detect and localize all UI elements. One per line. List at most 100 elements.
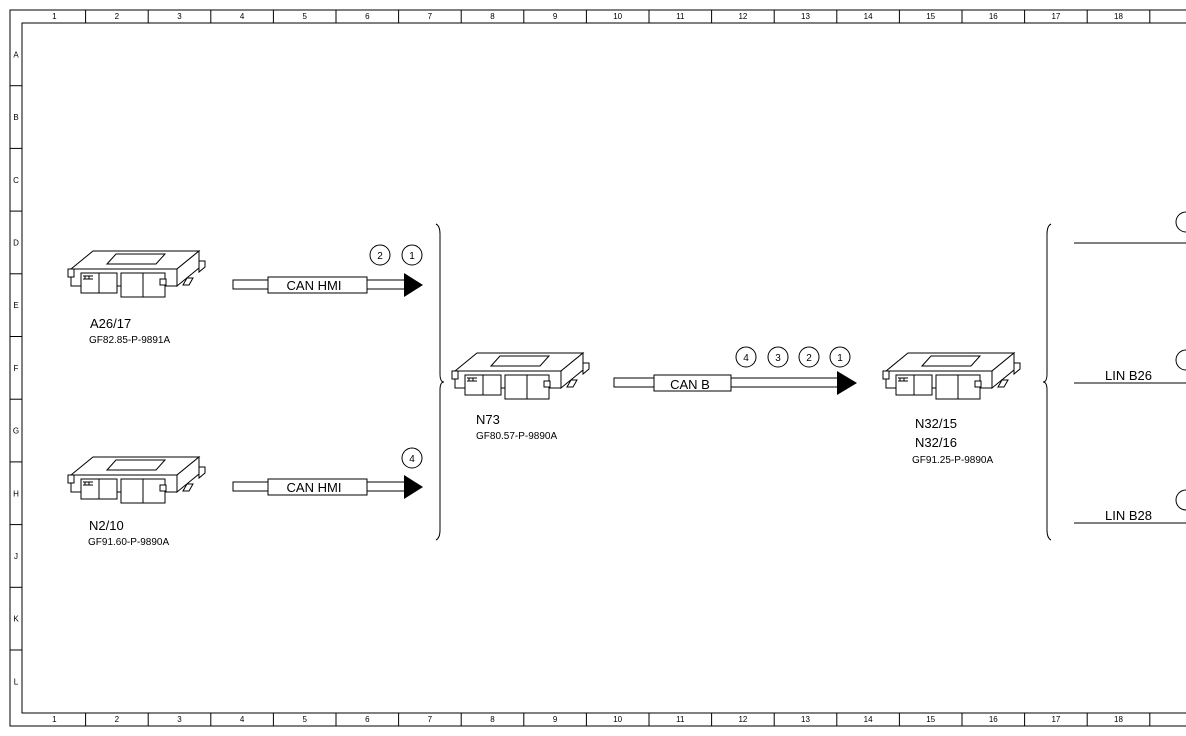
bus-label: CAN HMI [287, 480, 342, 495]
column-number: 1 [52, 715, 57, 724]
reference-marker: 2 [798, 346, 820, 368]
arrow-head-icon [404, 273, 423, 297]
column-number: 15 [926, 715, 935, 724]
module-doc-reference: GF80.57-P-9890A [476, 431, 557, 442]
column-number: 3 [177, 12, 182, 21]
reference-marker: 1 [401, 244, 423, 266]
column-number: 12 [738, 715, 747, 724]
row-letter: E [13, 301, 18, 310]
column-number: 6 [365, 12, 370, 21]
module-label: N2/10 [89, 518, 124, 533]
lin-line-b26: LIN B26 [1074, 349, 1186, 384]
input-grouping-brace [435, 223, 445, 541]
arrow-head-icon [404, 475, 423, 499]
column-number: 13 [801, 12, 810, 21]
module-n32-15-16: N32/15 N32/16 GF91.25-P-9890A [882, 352, 1021, 466]
row-letter: L [14, 677, 19, 686]
column-number: 12 [738, 12, 747, 21]
lin-label: LIN B26 [1105, 368, 1152, 383]
column-number: 1 [52, 12, 57, 21]
column-number: 2 [115, 12, 120, 21]
lin-label: LIN B28 [1105, 508, 1152, 523]
column-number: 7 [428, 12, 433, 21]
reference-marker: 1 [829, 346, 851, 368]
column-number: 16 [989, 715, 998, 724]
column-number: 18 [1114, 12, 1123, 21]
column-number: 14 [864, 12, 873, 21]
column-number: 6 [365, 715, 370, 724]
control-unit-icon [451, 352, 590, 400]
row-letter: K [13, 615, 19, 624]
row-letter: H [13, 489, 19, 498]
module-label: N73 [476, 412, 500, 427]
bus-label: CAN HMI [287, 278, 342, 293]
column-number: 4 [240, 12, 245, 21]
column-number: 10 [613, 715, 622, 724]
column-number: 11 [676, 12, 685, 21]
column-number: 3 [177, 715, 182, 724]
column-number: 16 [989, 12, 998, 21]
row-letter: J [14, 552, 18, 561]
output-grouping-brace [1042, 223, 1052, 541]
row-letter: C [13, 176, 19, 185]
column-number: 18 [1114, 715, 1123, 724]
arrow-head-icon [837, 371, 857, 395]
reference-marker [1175, 349, 1186, 371]
reference-marker: 3 [767, 346, 789, 368]
reference-marker [1175, 489, 1186, 511]
column-number: 15 [926, 12, 935, 21]
module-n73: N73 GF80.57-P-9890A [451, 352, 590, 442]
svg-text:1: 1 [837, 353, 843, 364]
row-letter: D [13, 238, 19, 247]
row-ruler-left: A B C D E F G H J K L [10, 50, 22, 686]
reference-marker: 2 [369, 244, 391, 266]
output-line-top [1074, 211, 1186, 244]
column-number: 8 [490, 715, 495, 724]
row-letter: B [13, 113, 18, 122]
svg-text:4: 4 [743, 353, 749, 364]
column-number: 13 [801, 715, 810, 724]
column-number: 11 [676, 715, 685, 724]
column-number: 9 [553, 715, 558, 724]
column-number: 17 [1051, 715, 1060, 724]
sheet-frame [9, 9, 1186, 727]
lin-line-b28: LIN B28 [1074, 489, 1186, 524]
column-number: 8 [490, 12, 495, 21]
bus-arrow-can-b: CAN B 4 3 2 1 [613, 346, 857, 395]
bus-label: CAN B [670, 377, 710, 392]
column-number: 14 [864, 715, 873, 724]
column-number: 7 [428, 715, 433, 724]
column-number: 5 [302, 12, 307, 21]
row-letter: A [13, 50, 19, 59]
row-letter: F [14, 364, 19, 373]
module-label-secondary: N32/16 [915, 435, 957, 450]
svg-text:1: 1 [409, 251, 415, 262]
reference-marker: 4 [401, 447, 423, 469]
row-letter: G [13, 427, 19, 436]
svg-text:4: 4 [409, 454, 415, 465]
module-label: A26/17 [90, 316, 131, 331]
reference-marker [1175, 211, 1186, 233]
control-unit-icon [67, 456, 206, 504]
column-number: 4 [240, 715, 245, 724]
module-a26-17: A26/17 GF82.85-P-9891A [67, 250, 206, 346]
module-doc-reference: GF91.60-P-9890A [88, 537, 169, 548]
bus-arrow-can-hmi-upper: CAN HMI 2 1 [232, 244, 423, 297]
module-doc-reference: GF91.25-P-9890A [912, 455, 993, 466]
svg-text:3: 3 [775, 353, 781, 364]
module-n2-10: N2/10 GF91.60-P-9890A [67, 456, 206, 548]
control-unit-icon [67, 250, 206, 298]
module-label: N32/15 [915, 416, 957, 431]
bus-arrow-can-hmi-lower: CAN HMI 4 [232, 447, 423, 499]
module-doc-reference: GF82.85-P-9891A [89, 335, 170, 346]
column-number: 17 [1051, 12, 1060, 21]
column-number: 9 [553, 12, 558, 21]
column-number: 5 [302, 715, 307, 724]
column-number: 10 [613, 12, 622, 21]
column-number: 2 [115, 715, 120, 724]
svg-text:2: 2 [377, 251, 383, 262]
reference-marker: 4 [735, 346, 757, 368]
